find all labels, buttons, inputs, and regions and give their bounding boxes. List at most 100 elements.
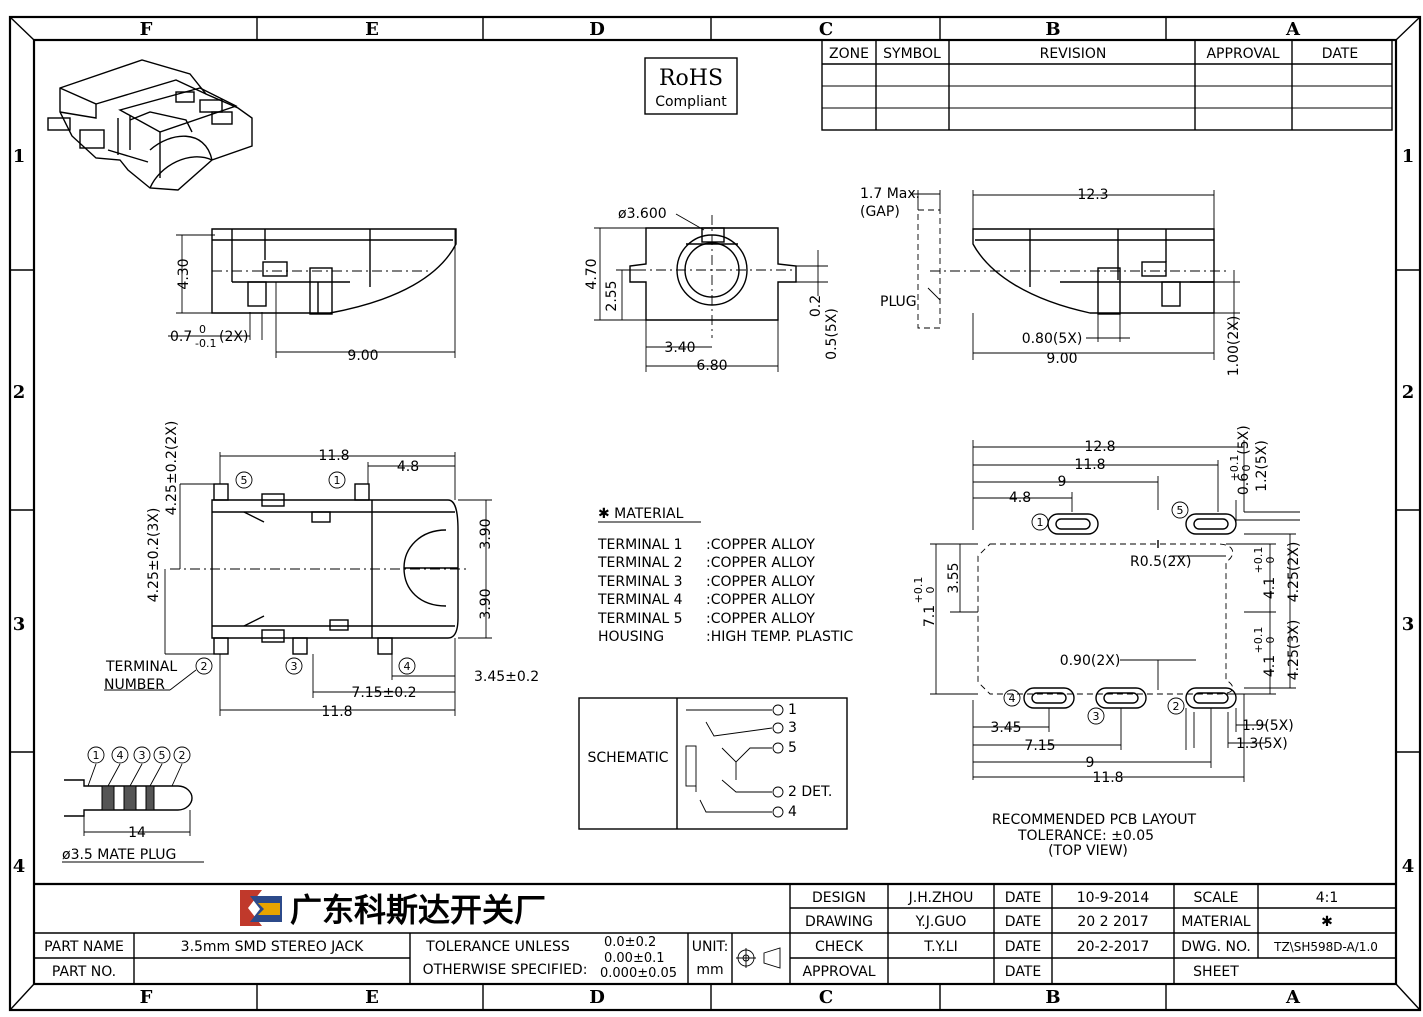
schematic-label: SCHEMATIC — [587, 750, 668, 766]
pcb-pad-width-tol-upper: +0.1 — [1228, 455, 1241, 482]
zone-col-bottom-d: D — [589, 987, 605, 1008]
tolerance-3: 0.000±0.05 — [600, 966, 677, 981]
zone-col-top-c: C — [819, 19, 833, 40]
unit-label: UNIT: — [692, 939, 729, 955]
pcb-bottom-715: 7.15 — [1024, 738, 1055, 754]
top-half-down: 3.90 — [478, 588, 494, 619]
tolerance-label-2: OTHERWISE SPECIFIED: — [423, 962, 588, 978]
rohs-line1: RoHS — [659, 66, 723, 91]
pcb-dim-9: 9 — [1058, 474, 1067, 490]
material-spec-1: :COPPER ALLOY — [706, 537, 815, 553]
zone-row-left-1: 1 — [13, 146, 26, 167]
approval-label: APPROVAL — [802, 964, 875, 980]
tolerance-1: 0.0±0.2 — [604, 935, 656, 950]
material-spec-2: :COPPER ALLOY — [706, 555, 815, 571]
pcb-height-425-top: 4.25(2X) — [1286, 542, 1302, 603]
right-gap-label1: 1.7 Max. — [860, 186, 920, 202]
plug-contact-c: 3 — [139, 749, 146, 762]
rev-header-zone: ZONE — [829, 46, 869, 62]
right-pin-width: 0.80(5X) — [1022, 331, 1083, 347]
pcb-terminal-4: 4 — [1009, 692, 1016, 705]
part-name-value: 3.5mm SMD STEREO JACK — [181, 939, 365, 955]
terminal-label-2: NUMBER — [104, 677, 165, 693]
material-title: ✱ MATERIAL — [598, 506, 684, 522]
right-width-dim: 12.3 — [1077, 187, 1108, 203]
date-1: 10-9-2014 — [1077, 890, 1150, 906]
schematic-pin-4: 4 — [788, 804, 797, 820]
pcb-height-41-top: 4.1 — [1262, 577, 1278, 599]
zone-col-bottom-b: B — [1045, 987, 1060, 1008]
plug-contact-a: 1 — [93, 749, 100, 762]
zone-row-right-3: 3 — [1402, 614, 1415, 635]
side-height-dim: 4.30 — [176, 258, 192, 289]
top-terminal-5: 5 — [241, 474, 248, 487]
material-spec-4: :COPPER ALLOY — [706, 592, 815, 608]
plug-caption: ø3.5 MATE PLUG — [62, 847, 176, 863]
zone-row-left-2: 2 — [13, 382, 26, 403]
pcb-dim-118: 11.8 — [1074, 457, 1105, 473]
front-height-dim: 4.70 — [584, 258, 600, 289]
right-length-dim: 9.00 — [1046, 351, 1077, 367]
zone-row-left-3: 3 — [13, 614, 26, 635]
pcb-pad-width: 0.6 — [1236, 473, 1252, 495]
top-terminal-3: 3 — [291, 660, 298, 673]
part-no-label: PART NO. — [52, 964, 116, 980]
mate-plug-drawing — [62, 746, 204, 863]
zone-col-bottom-f: F — [140, 987, 153, 1008]
top-dim-2x: 4.25±0.2(2X) — [164, 421, 180, 516]
sheet-label: SHEET — [1193, 964, 1239, 980]
title-block — [34, 882, 1396, 984]
rev-header-approval: APPROVAL — [1206, 46, 1279, 62]
front-width: 6.80 — [696, 358, 727, 374]
zone-col-bottom-a: A — [1285, 987, 1301, 1008]
revision-table — [821, 39, 1393, 131]
pcb-dim-48: 4.8 — [1009, 490, 1031, 506]
pcb-pad-length-2: 1.3(5X) — [1236, 736, 1288, 752]
pcb-radius: R0.5(2X) — [1130, 554, 1191, 570]
front-half-width: 3.40 — [664, 340, 695, 356]
pcb-caption-1: RECOMMENDED PCB LAYOUT — [992, 812, 1197, 828]
pcb-height-41-bottom: 4.1 — [1262, 655, 1278, 677]
plug-contact-b: 4 — [117, 749, 124, 762]
material-spec-5: :COPPER ALLOY — [706, 611, 815, 627]
top-view — [104, 452, 492, 716]
dwg-no-label: DWG. NO. — [1181, 939, 1251, 955]
pcb-terminal-3: 3 — [1093, 710, 1100, 723]
right-pin-length: 1.00(2X) — [1226, 316, 1242, 377]
plug-contact-e: 2 — [179, 749, 186, 762]
top-terminal-markers — [195, 471, 416, 675]
date-label-1: DATE — [1005, 890, 1041, 906]
pcb-bottom-345: 3.45 — [990, 720, 1021, 736]
pcb-pad-width-tol-lower: 0 — [1240, 465, 1253, 472]
material-part-6: HOUSING — [598, 629, 664, 645]
dwg-no-value: TZ\SH598D-A/1.0 — [1273, 940, 1378, 954]
side-tab-dim: 0.7 — [170, 329, 192, 345]
pcb-height-71: 7.1 — [922, 605, 938, 627]
pcb-height-355: 3.55 — [946, 562, 962, 593]
pcb-height-71-tol-upper: +0.1 — [912, 577, 925, 604]
pcb-height-41-top-tol-lower: 0 — [1264, 557, 1277, 564]
material-part-1: TERMINAL 1 — [597, 537, 683, 553]
front-pin-pitch: 0.5(5X) — [824, 308, 840, 360]
pcb-terminal-5: 5 — [1177, 504, 1184, 517]
rohs-mark: RoHS Compliant — [644, 57, 738, 115]
schematic-pin-1: 1 — [788, 702, 797, 718]
rev-header-symbol: SYMBOL — [883, 46, 941, 62]
pcb-terminal-1: 1 — [1037, 516, 1044, 529]
zone-col-bottom-c: C — [819, 987, 833, 1008]
right-view — [912, 190, 1240, 360]
plug-length: 14 — [128, 825, 146, 841]
pcb-slot-dim: 0.90(2X) — [1060, 653, 1121, 669]
date-3: 20-2-2017 — [1077, 939, 1149, 955]
schematic-pin-2: 2 DET. — [788, 784, 832, 800]
top-dim-715: 7.15±0.2 — [351, 685, 416, 701]
top-width-dim: 11.8 — [318, 448, 349, 464]
top-terminal-1: 1 — [334, 474, 341, 487]
pcb-bottom-118: 11.8 — [1092, 770, 1123, 786]
side-tab-tol-lower: -0.1 — [195, 337, 216, 350]
pcb-height-41-top-tol-upper: +0.1 — [1252, 547, 1265, 574]
isometric-view — [47, 59, 253, 191]
zone-col-top-b: B — [1045, 19, 1060, 40]
company-logo-icon — [238, 888, 282, 928]
